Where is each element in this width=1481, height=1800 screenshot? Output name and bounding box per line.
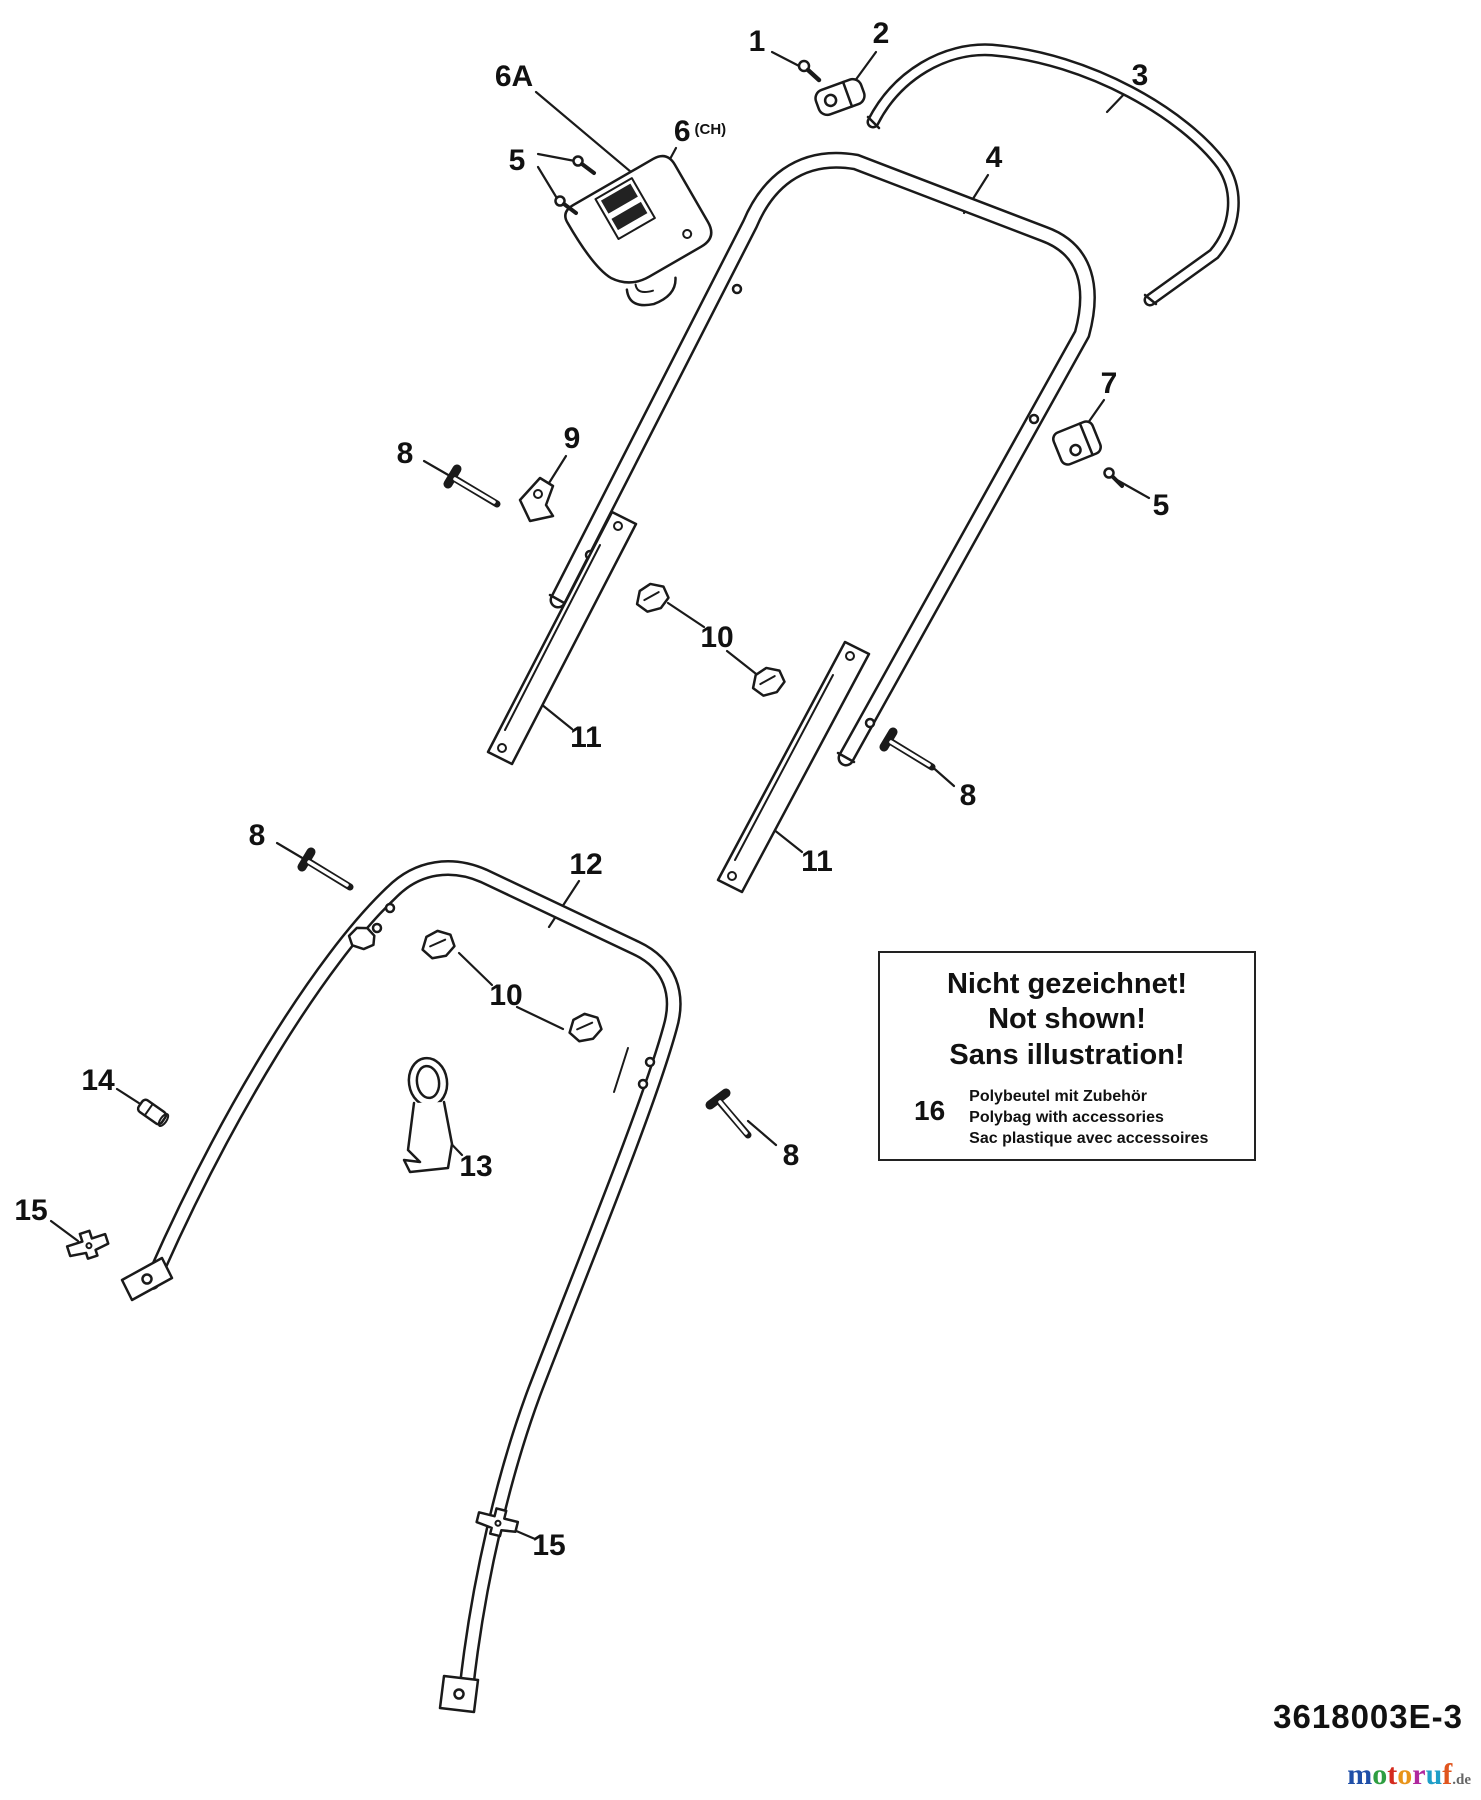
bolt-8-right (879, 727, 936, 771)
logo-letter: f (1442, 1758, 1453, 1791)
callout-11-right: 11 (801, 845, 833, 878)
logo-letter: o (1397, 1758, 1413, 1791)
rail-11-left (486, 510, 638, 766)
lower-handle (120, 860, 682, 1714)
not-shown-line-de: Nicht gezeichnet! (946, 968, 1188, 1000)
wing-bolt-15-left (65, 1229, 110, 1260)
cable-guide-13 (402, 1056, 454, 1174)
callout-12: 12 (569, 848, 603, 881)
callout-9: 9 (563, 422, 581, 455)
cable-clip-10a (635, 582, 670, 613)
motoruf-logo[interactable]: motoruf.de (1347, 1758, 1471, 1792)
wing-bolt-15-right (475, 1507, 520, 1538)
screw-1 (797, 59, 822, 83)
cable-clip-extra (347, 926, 376, 951)
polybag-desc-en: Polybag with accessories (969, 1108, 1164, 1126)
callout-6: 6(CH) (673, 115, 727, 148)
callout-13: 13 (459, 1150, 493, 1183)
drawing-number: 3618003E-3 (1273, 1698, 1463, 1735)
callout-8-right: 8 (959, 779, 977, 812)
not-shown-line-en: Not shown! (988, 1003, 1146, 1036)
cable-clamp-2 (814, 77, 866, 117)
callout-5-right: 5 (1152, 489, 1170, 522)
screw-5-upper (554, 155, 596, 215)
callout-8-left: 8 (248, 819, 266, 852)
callout-5-upper: 5 (508, 144, 526, 177)
grab-bar (866, 43, 1240, 307)
logo-letter: t (1387, 1758, 1398, 1791)
not-shown-line-fr: Sans illustration! (949, 1038, 1185, 1071)
callout-15-right: 15 (532, 1529, 566, 1562)
callout-6-suffix: (CH) (694, 121, 727, 138)
logo-letter: m (1347, 1758, 1373, 1791)
cable-clip-10c (421, 929, 456, 960)
logo-letter: u (1425, 1758, 1443, 1791)
rail-11-right (716, 640, 871, 894)
callout-3: 3 (1131, 59, 1149, 92)
spacer-14 (136, 1098, 170, 1128)
clamp-7 (1052, 420, 1124, 488)
callout-4: 4 (985, 141, 1003, 174)
callout-7: 7 (1100, 367, 1118, 400)
cable-clip-10b (751, 666, 786, 697)
bracket-9 (518, 476, 555, 523)
callout-10-upper: 10 (700, 621, 734, 654)
bolt-8-left (297, 847, 354, 891)
bolt-8-bottom (705, 1088, 752, 1139)
logo-letter: r (1412, 1758, 1426, 1791)
polybag-desc-de: Polybeutel mit Zubehör (969, 1088, 1147, 1106)
callout-1: 1 (748, 25, 766, 58)
polybag-desc-fr: Sac plastique avec accessoires (969, 1129, 1209, 1147)
cable-clip-10d (568, 1012, 603, 1043)
callout-15-left: 15 (14, 1194, 48, 1227)
callout-8-bottom: 8 (782, 1139, 800, 1172)
not-shown-item-number: 16 (914, 1095, 946, 1127)
logo-letter: o (1372, 1758, 1388, 1791)
callout-10-lower: 10 (489, 979, 523, 1012)
not-shown-box: Nicht gezeichnet! Not shown! Sans illust… (878, 951, 1256, 1161)
callout-11-left: 11 (570, 721, 602, 754)
callout-2: 2 (872, 17, 890, 50)
callout-6a: 6A (494, 60, 534, 93)
logo-suffix: .de (1452, 1772, 1471, 1788)
bolt-8-top (443, 464, 501, 508)
callout-8-top: 8 (396, 437, 414, 470)
leader-lines (49, 50, 1151, 1541)
callout-14: 14 (81, 1064, 115, 1097)
switch-housing (564, 154, 713, 307)
